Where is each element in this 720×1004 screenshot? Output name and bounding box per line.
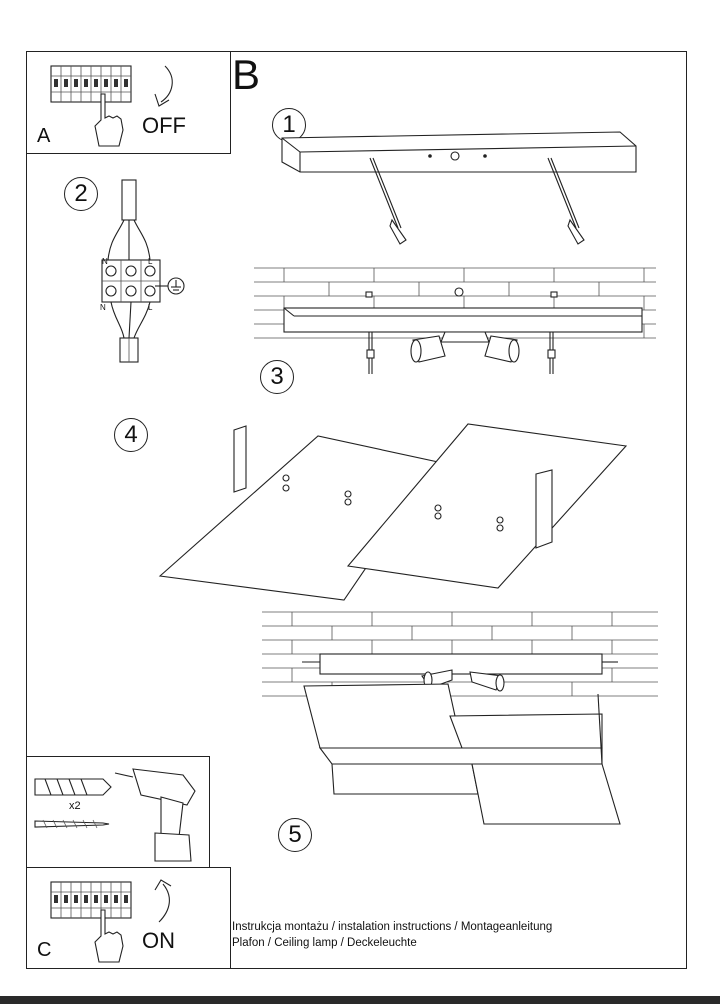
wiring-label-n-top: N	[102, 257, 108, 266]
instructions-caption: Instrukcja montażu / instalation instruc…	[232, 921, 553, 933]
step-number-2: 2	[64, 177, 98, 211]
spotlights-icon	[410, 331, 520, 363]
section-label-b: B	[232, 51, 261, 98]
product-caption: Plafon / Ceiling lamp / Deckeleuchte	[232, 937, 417, 949]
on-label: ON	[142, 928, 175, 953]
quantity-label: x2	[69, 800, 81, 812]
page-frame	[26, 51, 687, 969]
bolts-icon	[366, 332, 556, 374]
panel-tools: x2	[26, 756, 210, 868]
hand-icon	[94, 93, 124, 147]
step-number-5: 5	[278, 818, 312, 852]
ceiling-brick-wall-3	[254, 267, 656, 339]
arrow-down-icon	[154, 65, 173, 107]
screw-icon-2	[547, 157, 585, 245]
wall-plug-icon	[34, 778, 112, 796]
assembled-lamp-illustration	[303, 669, 621, 825]
mounting-bar-illustration	[281, 131, 637, 245]
wiring-label-l-top: L	[148, 257, 153, 266]
step-number-3: 3	[260, 360, 294, 394]
panel-a-power-off: OFF A	[26, 51, 231, 154]
step-number-1: 1	[272, 108, 306, 142]
fuse-box-icon-on	[50, 881, 132, 919]
wiring-diagram	[101, 179, 185, 363]
screw-long-icon	[34, 819, 110, 829]
wiring-label-l-bottom: L	[148, 303, 153, 312]
section-label-a: A	[37, 125, 51, 147]
step-number-4: 4	[114, 418, 148, 452]
wiring-label-n-bottom: N	[100, 303, 106, 312]
off-label: OFF	[142, 113, 186, 138]
cover-panels-illustration	[158, 423, 628, 601]
screw-icon	[369, 157, 407, 245]
drill-icon	[114, 768, 196, 862]
page-bottom-edge	[0, 996, 720, 1004]
section-label-c: C	[37, 939, 52, 961]
arrow-up-icon	[154, 879, 172, 923]
hand-icon-on	[94, 909, 124, 963]
panel-c-power-on: ON C	[26, 867, 231, 969]
